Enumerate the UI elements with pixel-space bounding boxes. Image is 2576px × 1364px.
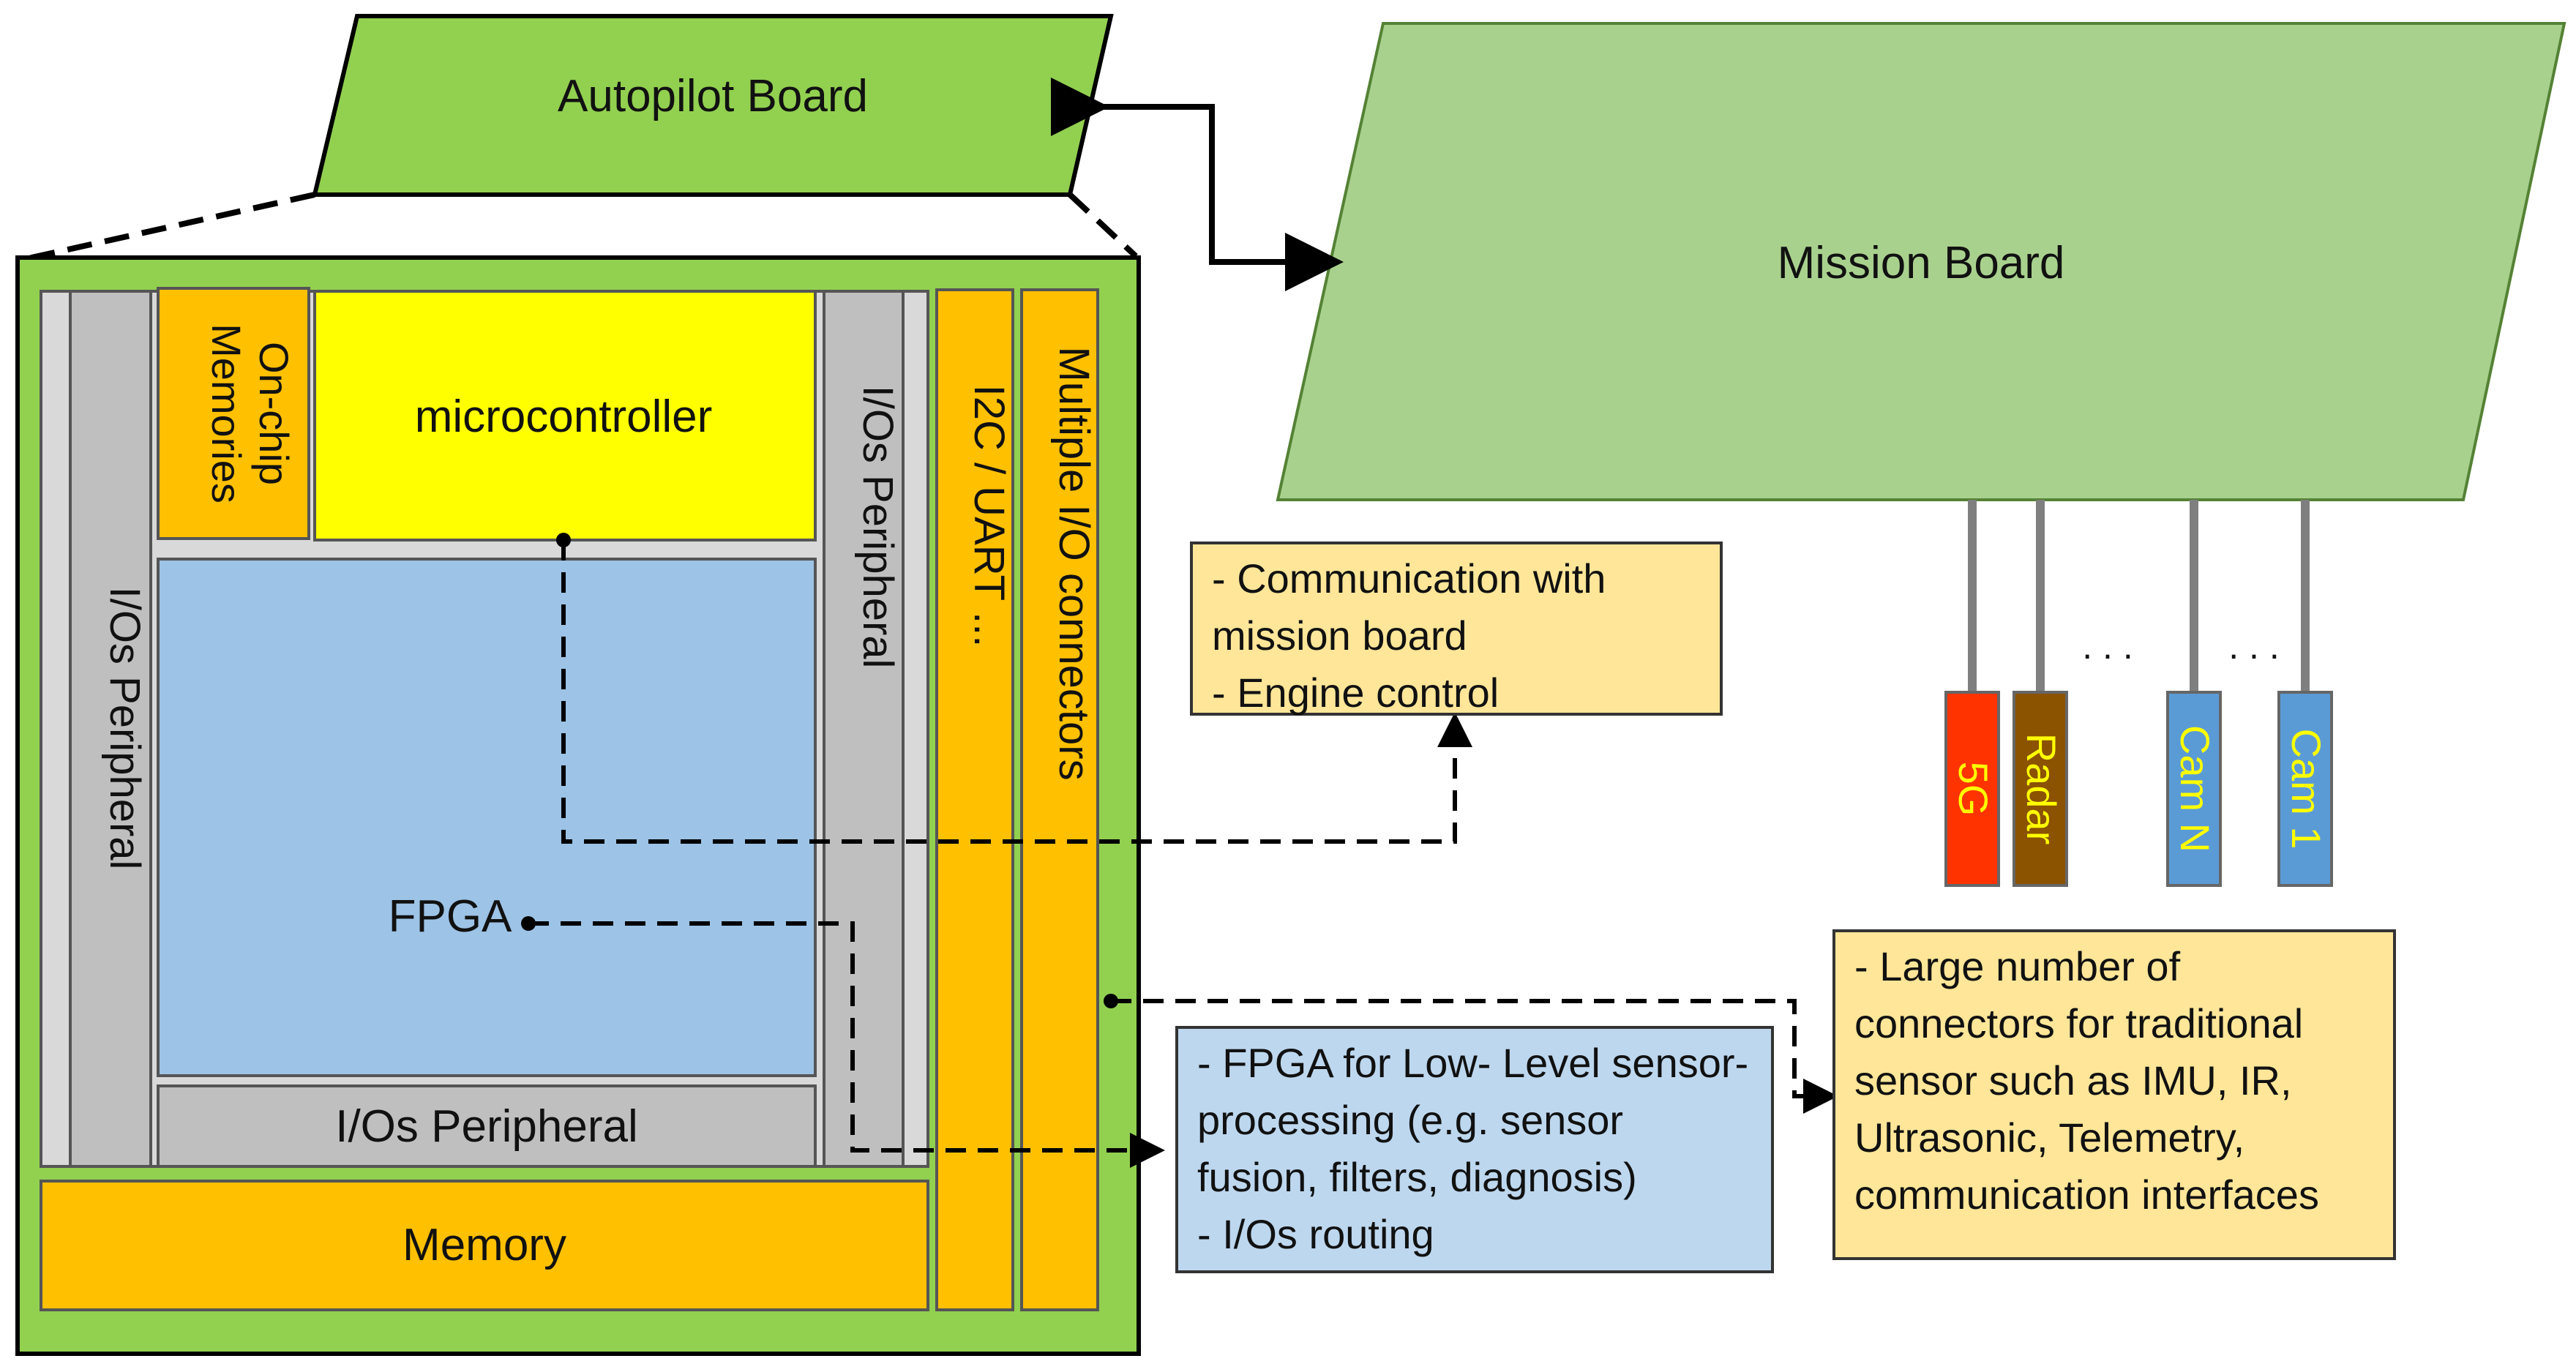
zoom-line-right	[1068, 192, 1138, 258]
sensor-group: 5G Radar Cam N Cam 1	[1944, 691, 2333, 887]
note-microcontroller-line-2: mission board	[1212, 612, 1467, 659]
i2c-uart-label: I2C / UART ...	[965, 385, 1013, 648]
note-connectors: - Large number of connectors for traditi…	[1832, 929, 2396, 1260]
callout-lines	[521, 533, 1838, 1168]
i2c-uart-bus	[935, 288, 1014, 1311]
note-connectors-line-2: connectors for traditional	[1854, 1000, 2304, 1046]
microcontroller-callout-line	[561, 540, 1472, 844]
autopilot-board-label: Autopilot Board	[558, 71, 868, 121]
mission-board: Mission Board	[1276, 22, 2566, 501]
note-fpga-line-2: processing (e.g. sensor	[1197, 1097, 1624, 1143]
note-fpga-line-3: fusion, filters, diagnosis)	[1197, 1154, 1637, 1200]
fpga-block	[157, 558, 817, 1077]
sensor-block-radar	[2012, 691, 2068, 887]
io-peripheral-left-label: I/Os Peripheral	[101, 587, 149, 870]
io-peripheral-bottom-label: I/Os Peripheral	[335, 1101, 638, 1152]
note-microcontroller-line-3: - Engine control	[1212, 670, 1499, 716]
fpga-callout-line	[528, 921, 1165, 1168]
io-peripheral-left	[69, 290, 152, 1168]
note-connectors-line-5: communication interfaces	[1854, 1172, 2319, 1218]
microcontroller-block	[313, 290, 817, 542]
ellipsis-1: . . .	[2082, 626, 2133, 667]
note-fpga-line-1: - FPGA for Low- Level sensor-	[1197, 1040, 1749, 1086]
sensor-block-cam-n	[2166, 691, 2222, 887]
sensor-label-cam-n: Cam N	[2172, 725, 2218, 852]
io-peripheral-right	[823, 290, 905, 1168]
multiple-io-label: Multiple I/O connectors	[1050, 346, 1098, 780]
sensor-label-5g: 5G	[1950, 762, 1996, 817]
note-connectors-line-4: Ultrasonic, Telemetry,	[1854, 1114, 2245, 1161]
onchip-memories	[157, 287, 310, 540]
note-fpga: - FPGA for Low- Level sensor- processing…	[1175, 1026, 1774, 1273]
sensor-block-cam-1	[2277, 691, 2333, 887]
board-link-arrow	[1051, 78, 1344, 291]
memory-label: Memory	[402, 1220, 566, 1270]
sensor-stubs	[1968, 500, 2310, 692]
note-connectors-line-3: sensor such as IMU, IR,	[1854, 1057, 2292, 1103]
io-peripheral-bottom	[157, 1084, 817, 1168]
sensor-label-cam-1: Cam 1	[2283, 729, 2329, 850]
autopilot-board: Autopilot Board	[312, 14, 1114, 197]
memory-block	[40, 1180, 929, 1311]
multiple-io-connectors	[1020, 288, 1099, 1311]
fpga-label: FPGA	[389, 891, 512, 942]
sensor-block-5g	[1944, 691, 2000, 887]
ellipsis-2: . . .	[2228, 626, 2279, 667]
sensor-label-radar: Radar	[2018, 733, 2064, 845]
microcontroller-label: microcontroller	[415, 391, 713, 442]
enlarged-board: I/Os Peripheral On-chip Memories microco…	[15, 255, 1141, 1356]
onchip-memories-label-1: On-chip	[251, 342, 297, 485]
io-peripheral-right-label: I/Os Peripheral	[854, 386, 902, 669]
connectors-callout-line	[1111, 999, 1838, 1114]
note-microcontroller-line-1: - Communication with	[1212, 555, 1606, 602]
note-connectors-line-1: - Large number of	[1854, 943, 2181, 989]
note-microcontroller: - Communication with mission board - Eng…	[1190, 542, 1723, 716]
note-fpga-line-4: - I/Os routing	[1197, 1211, 1434, 1257]
mission-board-label: Mission Board	[1778, 238, 2065, 288]
onchip-memories-label-2: Memories	[203, 323, 250, 503]
zoom-line-left	[21, 192, 315, 263]
